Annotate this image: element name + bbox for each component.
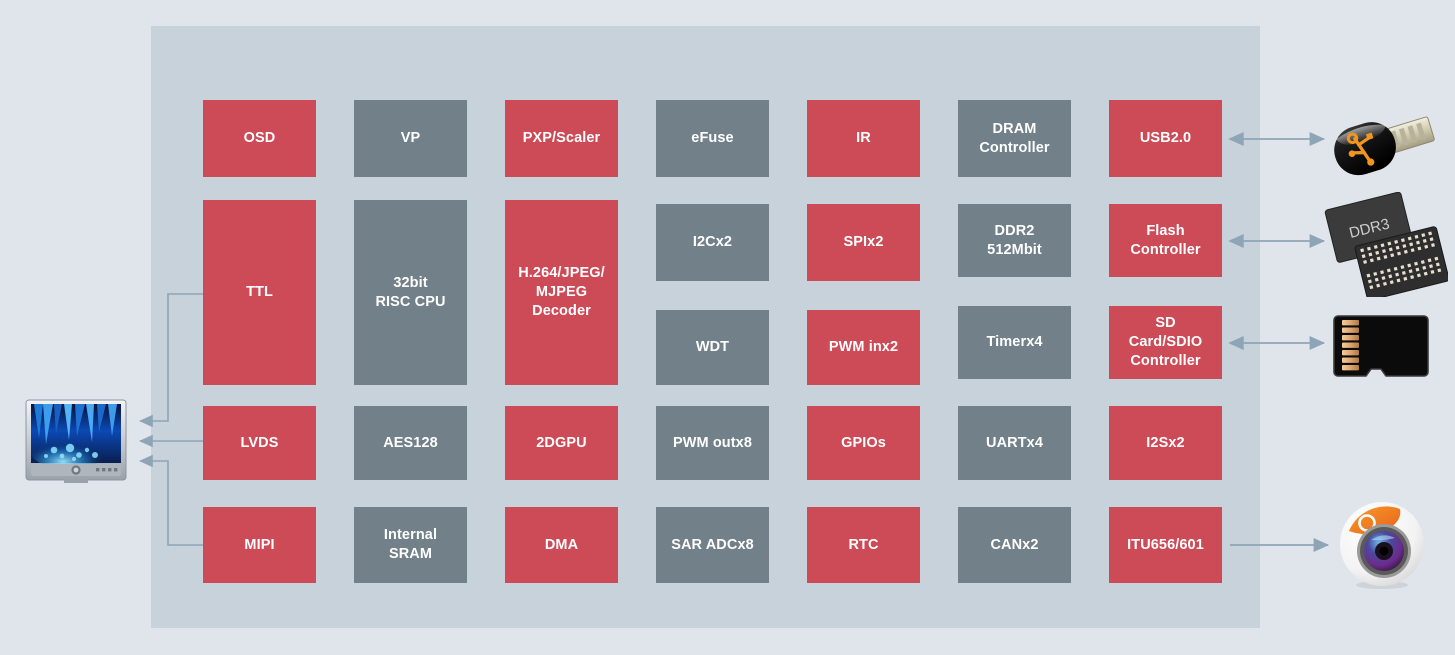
soc-block[interactable]: SD Card/SDIO Controller — [1109, 306, 1222, 379]
soc-block[interactable]: PWM outx8 — [656, 406, 769, 480]
soc-block[interactable]: CANx2 — [958, 507, 1071, 583]
ddr3-memory-chip-icon: DDR3 — [1318, 191, 1450, 301]
page-title: SoC Block Diagram — [0, 21, 1, 22]
soc-block[interactable]: H.264/JPEG/ MJPEG Decoder — [505, 200, 618, 385]
soc-block[interactable]: Internal SRAM — [354, 507, 467, 583]
soc-block[interactable]: I2Sx2 — [1109, 406, 1222, 480]
soc-block[interactable]: I2Cx2 — [656, 204, 769, 281]
soc-block[interactable]: DRAM Controller — [958, 100, 1071, 177]
soc-block[interactable]: 32bit RISC CPU — [354, 200, 467, 385]
soc-block[interactable]: eFuse — [656, 100, 769, 177]
soc-block[interactable]: GPIOs — [807, 406, 920, 480]
soc-block[interactable]: AES128 — [354, 406, 467, 480]
microsd-card-icon — [1330, 310, 1438, 392]
soc-block[interactable]: DMA — [505, 507, 618, 583]
soc-block[interactable]: VP — [354, 100, 467, 177]
lcd-monitor-icon — [24, 398, 128, 486]
soc-block[interactable]: WDT — [656, 310, 769, 385]
soc-block[interactable]: OSD — [203, 100, 316, 177]
soc-block[interactable]: TTL — [203, 200, 316, 385]
soc-block[interactable]: Timerx4 — [958, 306, 1071, 379]
soc-block[interactable]: PXP/Scaler — [505, 100, 618, 177]
soc-block[interactable]: MIPI — [203, 507, 316, 583]
soc-block[interactable]: SPIx2 — [807, 204, 920, 281]
soc-block[interactable]: RTC — [807, 507, 920, 583]
webcam-icon — [1335, 498, 1429, 592]
soc-block[interactable]: UARTx4 — [958, 406, 1071, 480]
soc-block[interactable]: IR — [807, 100, 920, 177]
soc-block[interactable]: 2DGPU — [505, 406, 618, 480]
usb-flash-drive-icon — [1325, 100, 1445, 185]
soc-block[interactable]: USB2.0 — [1109, 100, 1222, 177]
soc-block[interactable]: Flash Controller — [1109, 204, 1222, 277]
soc-block[interactable]: PWM inx2 — [807, 310, 920, 385]
soc-block[interactable]: SAR ADCx8 — [656, 507, 769, 583]
soc-block[interactable]: DDR2 512Mbit — [958, 204, 1071, 277]
soc-block[interactable]: ITU656/601 — [1109, 507, 1222, 583]
soc-block[interactable]: LVDS — [203, 406, 316, 480]
